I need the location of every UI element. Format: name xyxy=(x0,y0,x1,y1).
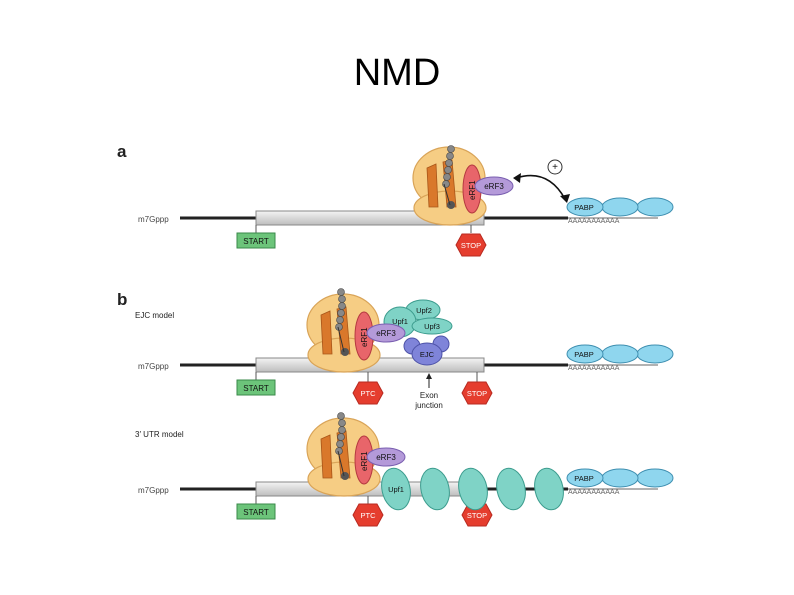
utr-start-box: START xyxy=(236,496,276,520)
upf1-coat: Upf1 xyxy=(381,467,564,511)
upf3-shape xyxy=(411,317,453,335)
ejc-shape xyxy=(411,342,443,366)
utr-erf3-label: eRF3 xyxy=(376,453,396,462)
utr-poly-a-tail: AAAAAAAAAAA xyxy=(568,489,620,496)
ejc-label: EJC xyxy=(420,350,435,359)
poly-a-tail: AAAAAAAAAAA xyxy=(568,218,620,225)
pabp-cluster-ejc: AAAAAAAAAAA PABP xyxy=(566,344,674,372)
ribosome: eRF1 xyxy=(412,145,487,226)
utr-cap-label: m7Gppp xyxy=(138,486,169,495)
ejc-ptc-label: PTC xyxy=(361,389,377,398)
utr-erf3: eRF3 xyxy=(366,447,406,467)
stop-label: STOP xyxy=(461,241,481,250)
panel-b-letter: b xyxy=(117,290,127,309)
ejc-upf1-label: Upf1 xyxy=(392,317,408,326)
panel-a-letter: a xyxy=(117,142,127,161)
erf3-label: eRF3 xyxy=(484,182,504,191)
pabp-cluster-utr: AAAAAAAAAAA PABP xyxy=(566,468,674,496)
junction-label: junction xyxy=(414,401,443,410)
pabp-cluster-a: AAAAAAAAAAA PABP xyxy=(566,197,674,225)
ejc-erf1-label: eRF1 xyxy=(360,327,369,347)
ejc-erf3-label: eRF3 xyxy=(376,329,396,338)
utr-pabp-label: PABP xyxy=(574,474,593,483)
slide-title: NMD xyxy=(353,52,441,94)
upf3-label: Upf3 xyxy=(424,322,440,331)
exon-junction-marker: Exon junction xyxy=(414,373,443,410)
ejc-poly-a-tail: AAAAAAAAAAA xyxy=(568,365,620,372)
ejc-pabp-label: PABP xyxy=(574,350,593,359)
ejc-ribosome: eRF1 xyxy=(306,288,381,373)
ejc-upf-complex: Upf2 Upf1 Upf3 EJC xyxy=(383,299,453,366)
utr-erf1-label: eRF1 xyxy=(360,451,369,471)
erf1-label: eRF1 xyxy=(468,180,477,200)
utr-stop-label: STOP xyxy=(467,511,487,520)
stop-hexagon: STOP xyxy=(455,225,487,257)
start-box: START xyxy=(236,225,276,249)
ejc-start-label: START xyxy=(243,384,269,393)
utr-start-label: START xyxy=(243,508,269,517)
utr-model-title: 3′ UTR model xyxy=(135,430,184,439)
ejc-stop-label: STOP xyxy=(467,389,487,398)
utr-ribosome: eRF1 xyxy=(306,412,381,497)
utr-upf1-label: Upf1 xyxy=(388,485,404,494)
panel-a-mrna: m7Gppp xyxy=(138,210,568,226)
plus-circle xyxy=(547,159,563,175)
start-label: START xyxy=(243,237,269,246)
exon-label: Exon xyxy=(420,391,438,400)
plus-sign: + xyxy=(552,162,558,173)
ejc-erf3: eRF3 xyxy=(366,323,406,343)
ejc-stop-hexagon: STOP xyxy=(461,372,493,405)
utr-stop-hexagon: STOP xyxy=(461,496,493,527)
ejc-ptc-hexagon: PTC xyxy=(352,372,384,405)
pabp-label: PABP xyxy=(574,203,593,212)
cap-label: m7Gppp xyxy=(138,215,169,224)
interaction-arrow: + xyxy=(513,159,570,203)
utr-ptc-label: PTC xyxy=(361,511,377,520)
ejc-cap-label: m7Gppp xyxy=(138,362,169,371)
ejc-start-box: START xyxy=(236,372,276,396)
erf3: eRF3 xyxy=(474,176,514,196)
ejc-model-title: EJC model xyxy=(135,311,174,320)
upf2-label: Upf2 xyxy=(416,306,432,315)
utr-ptc-hexagon: PTC xyxy=(352,496,384,527)
